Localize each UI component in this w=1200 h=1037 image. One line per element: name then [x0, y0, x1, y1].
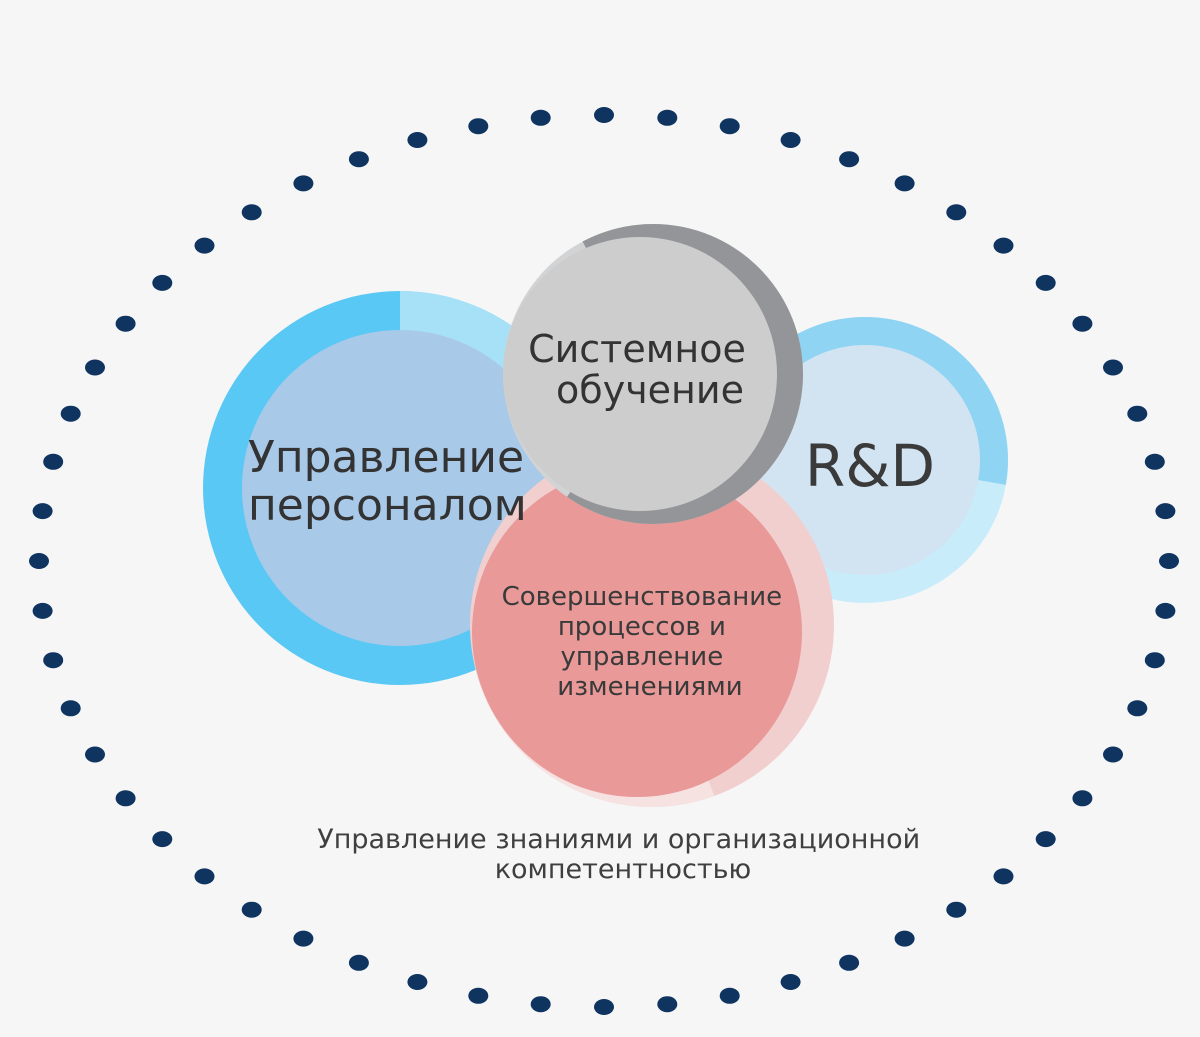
- boundary-dot: [115, 315, 136, 332]
- boundary-dot: [946, 204, 967, 221]
- circle-system-learning: [503, 224, 804, 525]
- rd-circle-fill: [750, 345, 980, 575]
- boundary-dot: [946, 901, 967, 918]
- boundary-dot: [85, 359, 105, 376]
- hr-label: Управление персоналом: [248, 432, 538, 531]
- boundary-dot: [1072, 790, 1093, 807]
- boundary-dot: [293, 175, 314, 192]
- boundary-dot: [152, 831, 173, 848]
- boundary-dot: [1155, 503, 1176, 520]
- boundary-dot: [348, 954, 369, 971]
- boundary-dot: [1103, 359, 1123, 376]
- boundary-dot: [407, 132, 428, 148]
- boundary-dot: [839, 954, 860, 971]
- boundary-dot: [468, 987, 489, 1004]
- boundary-dot: [1159, 553, 1179, 569]
- boundary-dot: [719, 987, 740, 1004]
- boundary-dot: [894, 175, 915, 192]
- boundary-dot: [780, 132, 801, 148]
- boundary-dot: [32, 602, 53, 619]
- boundary-dot: [719, 118, 740, 135]
- boundary-dot: [60, 405, 81, 422]
- boundary-dot: [657, 996, 678, 1013]
- boundary-dot: [993, 237, 1014, 254]
- boundary-dot: [60, 700, 81, 717]
- boundary-dot: [657, 109, 678, 126]
- boundary-dot: [1155, 602, 1176, 619]
- boundary-dot: [194, 868, 215, 885]
- learning-circle-fill: [503, 237, 777, 511]
- hr-circle-fill: [242, 330, 558, 646]
- boundary-dot: [594, 107, 614, 123]
- learning-label: Системное обучение: [528, 327, 758, 412]
- boundary-dot: [468, 118, 489, 135]
- boundary-dot: [194, 237, 215, 254]
- boundary-dot: [43, 453, 64, 470]
- boundary-dot: [1103, 746, 1123, 763]
- boundary-dot: [1035, 831, 1056, 848]
- boundary-dot: [993, 868, 1014, 885]
- boundary-dot: [1035, 274, 1056, 291]
- boundary-dot: [348, 151, 369, 168]
- process-label: Совершенствование процессов и управление…: [502, 582, 791, 702]
- boundary-dot: [32, 503, 53, 520]
- boundary-dot: [85, 746, 105, 763]
- boundary-dot: [894, 930, 915, 947]
- footer-caption: Управление знаниями и организационной ко…: [317, 824, 929, 885]
- circle-process-improvement: [470, 443, 834, 807]
- boundary-dot: [530, 996, 551, 1013]
- boundary-dot: [1144, 652, 1165, 669]
- boundary-dot: [780, 974, 801, 990]
- boundary-dot: [407, 974, 428, 990]
- rd-label: R&D: [805, 432, 935, 500]
- boundary-dot: [152, 274, 173, 291]
- boundary-dot: [293, 930, 314, 947]
- boundary-dot: [1127, 700, 1148, 717]
- boundary-dot: [241, 901, 262, 918]
- boundary-dot: [594, 999, 614, 1015]
- dotted-ellipse-boundary: [29, 107, 1179, 1015]
- boundary-dot: [29, 553, 49, 569]
- boundary-dot: [1072, 315, 1093, 332]
- boundary-dot: [839, 151, 860, 168]
- boundary-dot: [1127, 405, 1148, 422]
- boundary-dot: [241, 204, 262, 221]
- process-circle-fill: [472, 467, 802, 797]
- boundary-dot: [115, 790, 136, 807]
- boundary-dot: [1144, 453, 1165, 470]
- boundary-dot: [43, 652, 64, 669]
- boundary-dot: [530, 109, 551, 126]
